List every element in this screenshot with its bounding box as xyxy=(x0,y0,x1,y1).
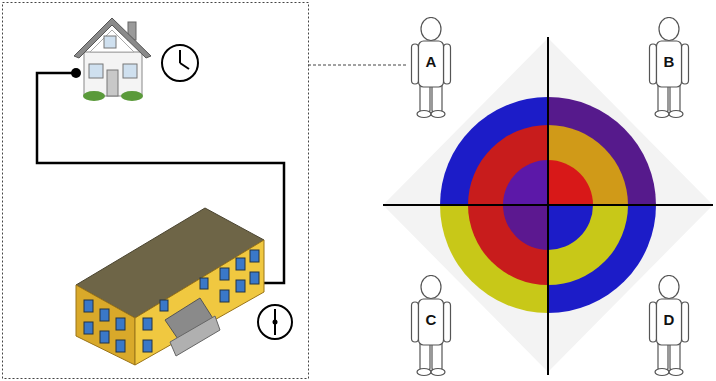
person-letter: B xyxy=(648,53,690,71)
clock-icon xyxy=(162,45,198,81)
route-dot xyxy=(71,68,81,78)
person-figure: C xyxy=(410,275,452,377)
clock-icon xyxy=(258,305,292,339)
person-figure: D xyxy=(648,275,690,377)
dashed-frame xyxy=(3,3,309,379)
person-letter: D xyxy=(648,311,690,329)
person-figure: A xyxy=(410,17,452,119)
person-letter: C xyxy=(410,311,452,329)
person-letter: A xyxy=(410,53,452,71)
leader-line xyxy=(308,65,408,66)
person-figure: B xyxy=(648,17,690,119)
house-icon xyxy=(74,18,151,101)
axis-line xyxy=(547,37,549,375)
school-building xyxy=(76,208,264,365)
